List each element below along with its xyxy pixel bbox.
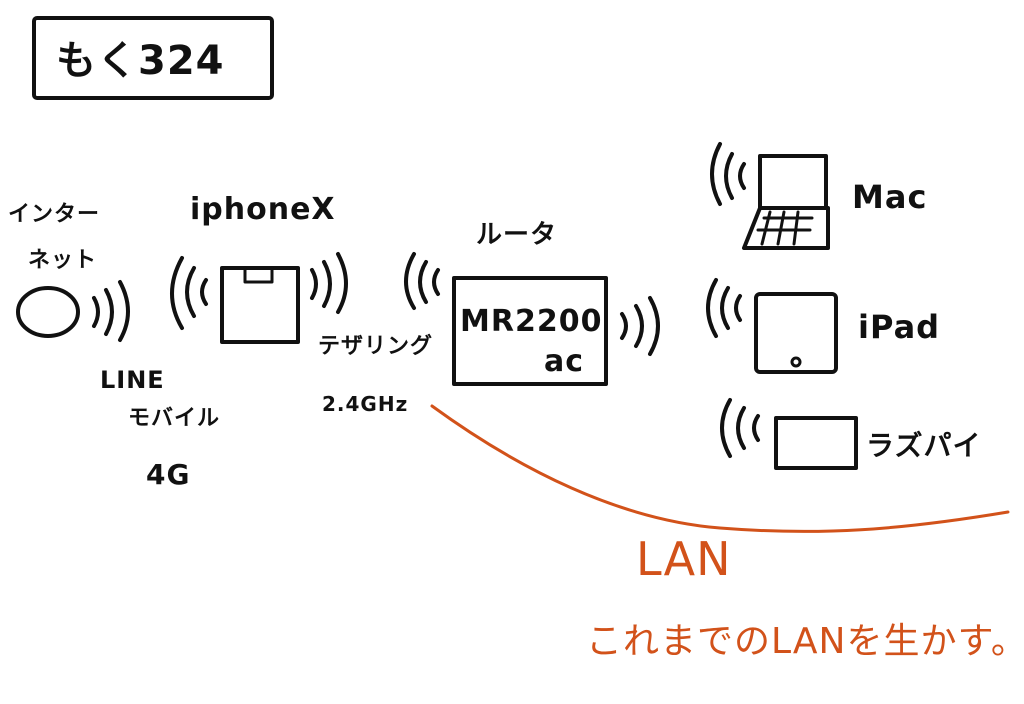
ipad-wifi-icon	[706, 278, 742, 338]
raspi-wifi-icon	[720, 398, 760, 458]
carrier-label-line2: モバイル	[128, 406, 221, 431]
tethering-label: テザリング	[318, 334, 434, 359]
router-model-line1: MR2200	[460, 304, 603, 339]
router-box	[452, 276, 608, 386]
carrier-label-line1: LINE	[100, 366, 165, 394]
internet-label-line1: インター	[8, 202, 101, 227]
router-wifi-left-icon	[404, 252, 440, 310]
internet-wifi-icon	[92, 280, 130, 342]
router-wifi-right-icon	[620, 296, 660, 356]
internet-label-line2: ネット	[28, 248, 98, 273]
carrier-network-label: 4G	[146, 458, 191, 491]
mac-laptop-icon	[742, 154, 830, 250]
iphone-device	[220, 266, 300, 344]
router-model-line2: ac	[544, 344, 585, 379]
iphone-wifi-left-icon	[170, 256, 208, 330]
iphone-notch	[243, 266, 274, 284]
ipad-device-icon	[754, 292, 838, 374]
ipad-label: iPad	[858, 308, 941, 346]
raspi-board	[774, 416, 858, 470]
mac-wifi-icon	[710, 142, 746, 206]
lan-cable-curve	[430, 404, 1010, 533]
page-title: もく324	[56, 38, 225, 84]
router-label: ルータ	[476, 220, 558, 250]
iphone-wifi-right-icon	[310, 252, 348, 314]
raspi-label: ラズパイ	[866, 429, 982, 462]
mac-label: Mac	[852, 178, 928, 216]
internet-globe	[16, 286, 80, 338]
lan-note: これまでのLANを生かす。	[586, 621, 1024, 662]
lan-label: LAN	[636, 532, 732, 586]
tethering-band-label: 2.4GHz	[322, 392, 409, 416]
title-box	[32, 16, 274, 100]
iphone-label: iphoneX	[190, 192, 336, 227]
